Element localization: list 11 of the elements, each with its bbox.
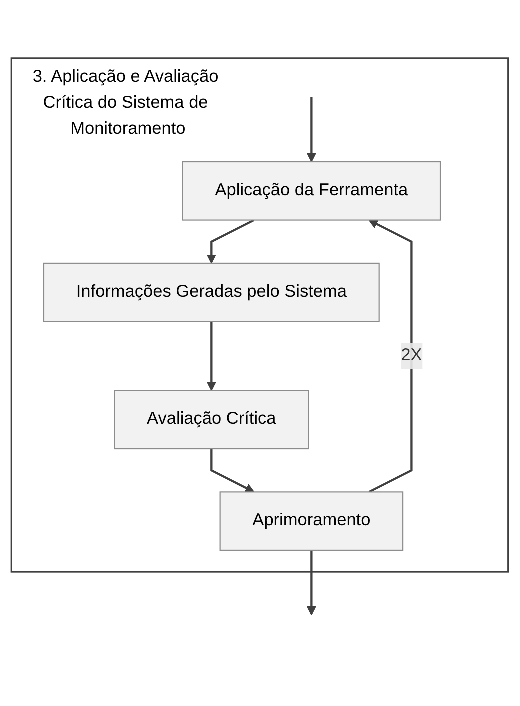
arrow	[306, 97, 316, 162]
arrow	[206, 219, 255, 264]
arrow	[206, 322, 216, 392]
node-box: Informações Geradas pelo Sistema	[43, 262, 380, 322]
arrow	[210, 449, 255, 493]
arrow	[368, 220, 413, 494]
node-box: Aprimoramento	[220, 492, 404, 551]
edge-label: 2X	[401, 346, 422, 365]
arrow	[306, 550, 316, 616]
node-box: Aplicação da Ferramenta	[182, 161, 442, 221]
node-box: Avaliação Crítica	[114, 390, 310, 450]
